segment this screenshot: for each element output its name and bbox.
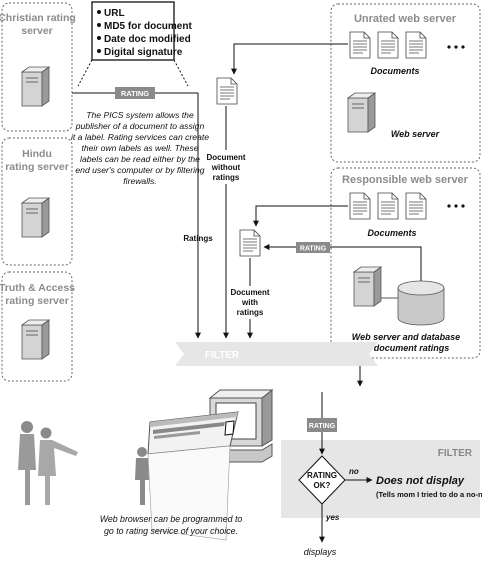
rating-database-icon xyxy=(397,280,445,326)
ratings-label: Ratings xyxy=(183,234,213,243)
unrated-server-title: Unrated web server xyxy=(354,13,457,25)
responsible-documents xyxy=(349,192,465,220)
responsible-server-title: Responsible web server xyxy=(342,174,469,186)
christian-server-label: Christian rating xyxy=(0,12,76,24)
truth-access-server-label: Truth & Access xyxy=(0,282,75,294)
rating-ok-decision-text: RATING xyxy=(307,471,337,480)
svg-text:Document: Document xyxy=(230,288,269,297)
does-not-display: Does not display xyxy=(376,475,465,487)
unrated-server-label: Web server xyxy=(391,129,440,139)
rating-tag-3 xyxy=(307,418,337,432)
christian-server-label-2: server xyxy=(21,25,53,37)
unrated-documents xyxy=(349,31,465,59)
svg-text:The PICS system allows the: The PICS system allows the xyxy=(86,110,194,120)
svg-text:firewalls.: firewalls. xyxy=(123,176,156,186)
document-with-ratings-icon xyxy=(239,229,261,257)
field-url: URL xyxy=(104,8,125,19)
hindu-server-box xyxy=(1,137,73,266)
label-fields-box xyxy=(91,1,175,61)
responsible-server-icon xyxy=(353,266,382,307)
browser-caption: Web browser can be programmed to go to r… xyxy=(100,514,243,536)
svg-text:of document ratings: of document ratings xyxy=(363,343,450,353)
svg-text:without: without xyxy=(211,163,241,172)
document-without-ratings-icon xyxy=(216,77,238,105)
responsible-server-box xyxy=(330,167,481,359)
rating-tag-3-arrow-head xyxy=(316,386,328,392)
rating-tag-2 xyxy=(296,242,330,253)
database-to-document-rating-arrow xyxy=(263,244,422,281)
christian-server-icon xyxy=(21,66,50,107)
document-with-ratings-label: Document with ratings xyxy=(230,288,269,317)
does-not-display-note: (Tells mom I tried to do a no-no) xyxy=(376,490,482,499)
unrated-server-box xyxy=(330,3,481,163)
browser-window xyxy=(147,411,239,541)
unrated-documents-label: Documents xyxy=(370,66,419,76)
field-digital-signature: Digital signature xyxy=(104,47,183,58)
rating-tag-1-text: RATING xyxy=(121,89,149,98)
hindu-server-icon xyxy=(21,197,50,238)
rating-tag-2-text: RATING xyxy=(300,246,327,253)
filter-box-title: FILTER xyxy=(438,448,473,459)
truth-access-server-label-2: rating server xyxy=(5,295,69,307)
responsible-to-document-arrow xyxy=(253,205,348,227)
svg-text:publisher of a document to ass: publisher of a document to assign xyxy=(75,121,205,131)
svg-text:it a label. Rating services ca: it a label. Rating services can create xyxy=(71,132,209,142)
truth-access-server-box xyxy=(1,271,73,382)
christian-server-box xyxy=(1,2,73,132)
field-date-modified: Date doc modified xyxy=(104,34,191,45)
svg-text:ratings: ratings xyxy=(213,173,240,182)
svg-text:Web browser can be programmed: Web browser can be programmed to xyxy=(100,514,243,524)
responsible-documents-label: Documents xyxy=(367,228,416,238)
hindu-server-label: Hindu xyxy=(22,148,52,160)
svg-text:go to rating service of your c: go to rating service of your choice. xyxy=(104,526,238,536)
svg-text:Document: Document xyxy=(206,153,245,162)
rating-tag-1 xyxy=(115,87,155,99)
responsible-server-caption: Web server and database of document rati… xyxy=(352,332,460,353)
rating-tag-3-text: RATING xyxy=(309,423,336,430)
rating-ok-decision-text-2: OK? xyxy=(314,481,331,490)
field-md5: MD5 for document xyxy=(104,21,192,32)
svg-text:Web server and database: Web server and database xyxy=(352,332,460,342)
displays-label: displays xyxy=(304,547,337,557)
unrated-server-icon xyxy=(347,92,376,133)
document-without-ratings-label: Document without ratings xyxy=(206,153,245,182)
yes-label: yes xyxy=(325,513,340,522)
unrated-to-document-arrow xyxy=(231,43,348,75)
svg-text:with: with xyxy=(241,298,258,307)
svg-text:their own labels as well. Thes: their own labels as well. These xyxy=(81,143,198,153)
svg-text:end user's computer or by filt: end user's computer or by filtering xyxy=(75,165,204,175)
svg-text:labels can be read either by t: labels can be read either by the xyxy=(80,154,200,164)
users-illustration xyxy=(18,421,149,505)
filter-bar-label: FILTER xyxy=(205,350,240,361)
filter-bar xyxy=(175,342,378,366)
label-fields-list: URL MD5 for document Date doc modified D… xyxy=(97,8,192,58)
label-callout-left xyxy=(77,59,93,87)
svg-text:ratings: ratings xyxy=(237,308,264,317)
no-label: no xyxy=(349,467,359,476)
pics-description: The PICS system allows the publisher of … xyxy=(71,110,209,186)
hindu-server-label-2: rating server xyxy=(5,161,69,173)
truth-access-server-icon xyxy=(21,319,50,360)
label-callout-right xyxy=(173,59,189,87)
